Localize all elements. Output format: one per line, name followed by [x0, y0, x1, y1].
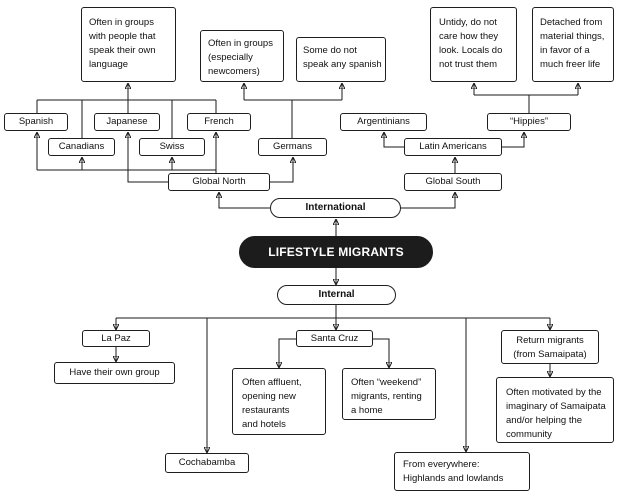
motivated-note: Often motivated by the imaginary of Sama…	[496, 377, 614, 443]
note-line: look. Locals do	[439, 45, 503, 56]
note-line: much freer life	[540, 59, 601, 70]
connector-to-global-south	[401, 192, 455, 209]
note-line: Often “weekend”	[351, 377, 422, 388]
note-line: and hotels	[242, 419, 286, 430]
note-line: care how they	[439, 31, 499, 42]
hippies-node: “Hippies”	[487, 113, 571, 131]
untidy-note: Untidy, do not care how they look. Local…	[430, 7, 517, 82]
japanese-node: Japanese	[94, 113, 160, 131]
return-migrants-node: Return migrants (from Samaipata)	[501, 330, 599, 364]
note-line: From everywhere:	[403, 459, 480, 470]
affluent-note: Often affluent, opening new restaurants …	[232, 368, 326, 435]
note-line: Often motivated by the	[506, 387, 602, 398]
international-node: International	[270, 198, 401, 218]
connector-to-japanese	[128, 132, 168, 183]
note-line: Highlands and lowlands	[403, 473, 504, 484]
swiss-node: Swiss	[139, 138, 205, 156]
note-line: speak any spanish	[303, 59, 382, 70]
note-line: speak their own	[89, 45, 156, 56]
from-everywhere-node: From everywhere: Highlands and lowlands	[394, 452, 530, 491]
global-south-node: Global South	[404, 173, 502, 191]
connector-to-global-north	[219, 192, 270, 209]
note-line: imaginary of Samaipata	[506, 401, 606, 412]
detached-note: Detached from material things, in favor …	[532, 7, 614, 82]
spanish-node: Spanish	[4, 113, 68, 131]
internal-node: Internal	[277, 285, 396, 305]
note-line: Often in groups	[89, 17, 154, 28]
french-node: French	[187, 113, 251, 131]
note-line: (from Samaipata)	[513, 349, 587, 360]
note-line: Often affluent,	[242, 377, 302, 388]
note-line: restaurants	[242, 405, 290, 416]
connector-to-argentinians	[384, 132, 404, 148]
note-line: in favor of a	[540, 45, 590, 56]
note-line: not trust them	[439, 59, 498, 70]
cochabamba-node: Cochabamba	[165, 453, 249, 473]
germans-node: Germans	[258, 138, 327, 156]
note-line: and/or helping the	[506, 415, 583, 426]
note-line: opening new	[242, 391, 296, 402]
note-line: Untidy, do not	[439, 17, 497, 28]
note-line: (especially	[208, 52, 253, 63]
la-paz-node: La Paz	[82, 330, 150, 347]
canadians-node: Canadians	[48, 138, 115, 156]
own-language-note: Often in groups with people that speak t…	[81, 7, 176, 82]
note-line: newcomers)	[208, 66, 260, 77]
note-line: Often in groups	[208, 38, 273, 49]
santa-cruz-node: Santa Cruz	[296, 330, 373, 347]
connector-to-affluent-note	[279, 338, 296, 368]
note-line: Detached from	[540, 17, 603, 28]
own-group-note: Have their own group	[54, 362, 175, 384]
lifestyle-migrants-root: LIFESTYLE MIGRANTS	[239, 236, 433, 268]
weekend-note: Often “weekend” migrants, renting a home	[342, 368, 436, 420]
connector-to-germans	[270, 157, 293, 183]
latin-americans-node: Latin Americans	[404, 138, 502, 156]
note-line: migrants, renting	[351, 391, 422, 402]
note-line: with people that	[89, 31, 156, 42]
no-spanish-note: Some do not speak any spanish	[296, 37, 386, 82]
newcomers-note: Often in groups (especially newcomers)	[200, 30, 284, 82]
note-line: Return migrants	[516, 335, 584, 346]
note-line: language	[89, 59, 129, 70]
note-line: material things,	[540, 31, 605, 42]
note-line: Some do not	[303, 45, 357, 56]
note-line: a home	[351, 405, 383, 416]
connector-to-hippies	[502, 132, 524, 148]
global-north-node: Global North	[168, 173, 270, 191]
note-line: community	[506, 429, 552, 440]
argentinians-node: Argentinians	[340, 113, 427, 131]
connector-to-weekend-note	[373, 338, 389, 368]
